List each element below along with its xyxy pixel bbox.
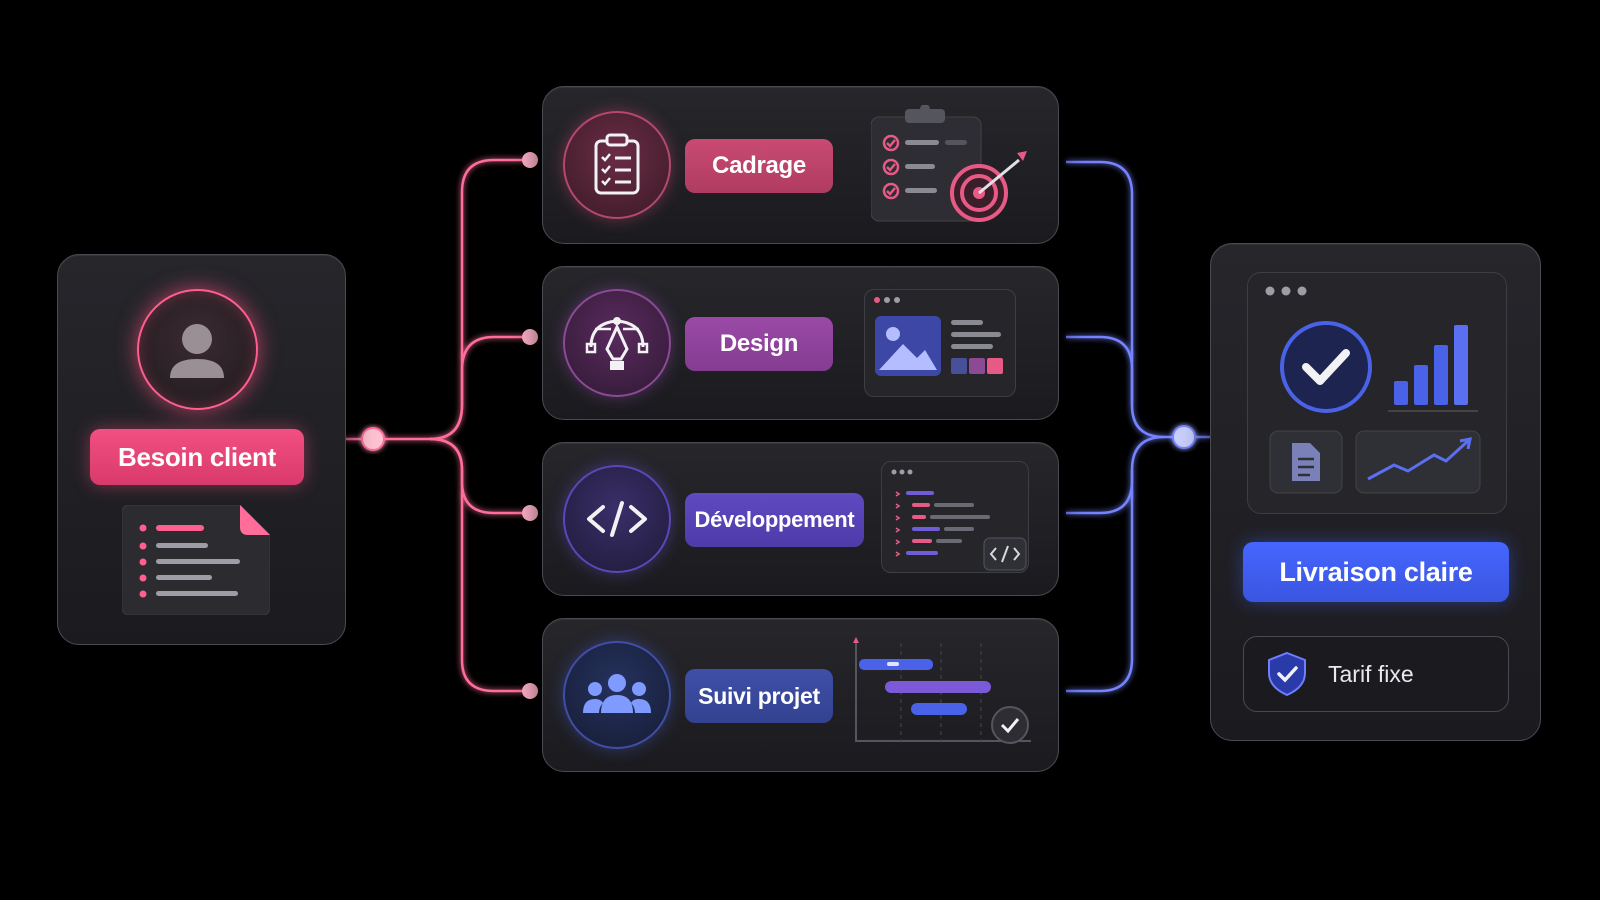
stage-card-suivi-projet: Suivi projet	[542, 618, 1059, 772]
document-icon	[121, 504, 271, 616]
stage-card-design: Design	[542, 266, 1059, 420]
fixed-price-label: Tarif fixe	[1328, 660, 1414, 687]
connector-dot	[522, 505, 538, 521]
stage-card-cadrage: Cadrage	[542, 86, 1059, 244]
pen-tool-icon	[585, 317, 649, 370]
result-label: Livraison claire	[1243, 542, 1509, 602]
stage-label-developpement: Développement	[685, 493, 864, 547]
result-card: Livraison claire Tarif fixe	[1210, 243, 1541, 741]
clipboard-checklist-icon	[594, 133, 640, 195]
image-editor-icon	[864, 289, 1016, 397]
user-icon	[170, 324, 224, 378]
pink-connectors	[345, 158, 530, 693]
stage-card-developpement: Développement	[542, 442, 1059, 596]
connector-dot	[522, 152, 538, 168]
stage-label-cadrage: Cadrage	[685, 139, 833, 193]
stage-icon-circle	[563, 111, 671, 219]
stage-icon-circle	[563, 465, 671, 573]
connector-dot	[522, 329, 538, 345]
stage-icon-circle	[563, 641, 671, 749]
code-editor-icon	[881, 461, 1029, 573]
fixed-price-badge: Tarif fixe	[1243, 636, 1509, 712]
shield-check-icon	[1268, 651, 1306, 697]
blue-connectors	[1066, 160, 1210, 693]
checklist-target-icon	[870, 104, 1031, 223]
source-card: Besoin client	[57, 254, 346, 645]
team-icon	[583, 674, 651, 713]
gantt-chart-icon	[853, 633, 1033, 755]
source-junction-dot	[361, 427, 385, 451]
result-junction-dot	[1172, 425, 1196, 449]
stage-label-suivi-projet: Suivi projet	[685, 669, 833, 723]
dashboard-icon	[1247, 272, 1507, 514]
stage-label-design: Design	[685, 317, 833, 371]
connector-dot	[522, 683, 538, 699]
user-avatar	[137, 289, 258, 410]
source-label: Besoin client	[90, 429, 304, 485]
stage-icon-circle	[563, 289, 671, 397]
code-icon	[587, 501, 647, 537]
